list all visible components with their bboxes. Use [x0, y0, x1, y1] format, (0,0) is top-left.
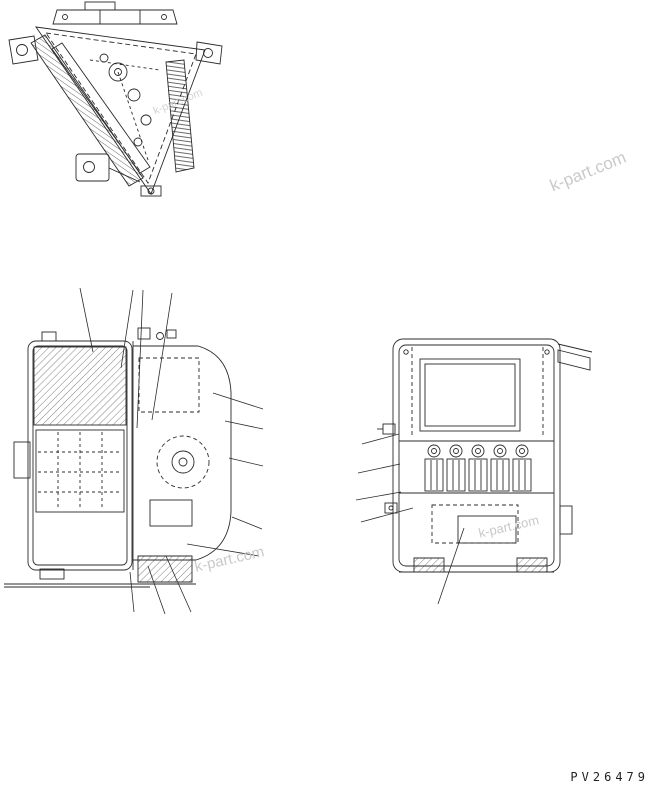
apex-foot: [140, 185, 162, 197]
connector-row: [399, 440, 554, 494]
lower-details: [431, 504, 573, 544]
connector: [512, 444, 532, 492]
mounting-bracket-right: [195, 41, 223, 65]
right-bracket: [557, 343, 593, 371]
side-view-leader-lines: [79, 287, 264, 615]
side-view: [4, 287, 264, 615]
heater-core-strip: [30, 34, 151, 187]
coil-strip: [165, 59, 195, 173]
mounting-bracket-bottom: [75, 153, 141, 183]
connector: [424, 444, 444, 492]
mounting-bracket-left: [8, 35, 39, 65]
left-fittings: [377, 423, 398, 514]
blower-housing: [132, 327, 232, 570]
exploded-view: [8, 1, 223, 197]
front-view-leader-lines: [355, 433, 465, 605]
connector: [446, 444, 466, 492]
side-view-body: [13, 331, 133, 571]
top-mounting-bar: [52, 1, 178, 25]
connector: [468, 444, 488, 492]
hatched-panel: [33, 346, 127, 426]
part-number: PV26479: [570, 770, 649, 784]
connector: [490, 444, 510, 492]
front-feet: [399, 557, 554, 573]
front-view-body: [392, 338, 561, 573]
interior-details: [89, 53, 161, 161]
front-view: [355, 338, 593, 605]
